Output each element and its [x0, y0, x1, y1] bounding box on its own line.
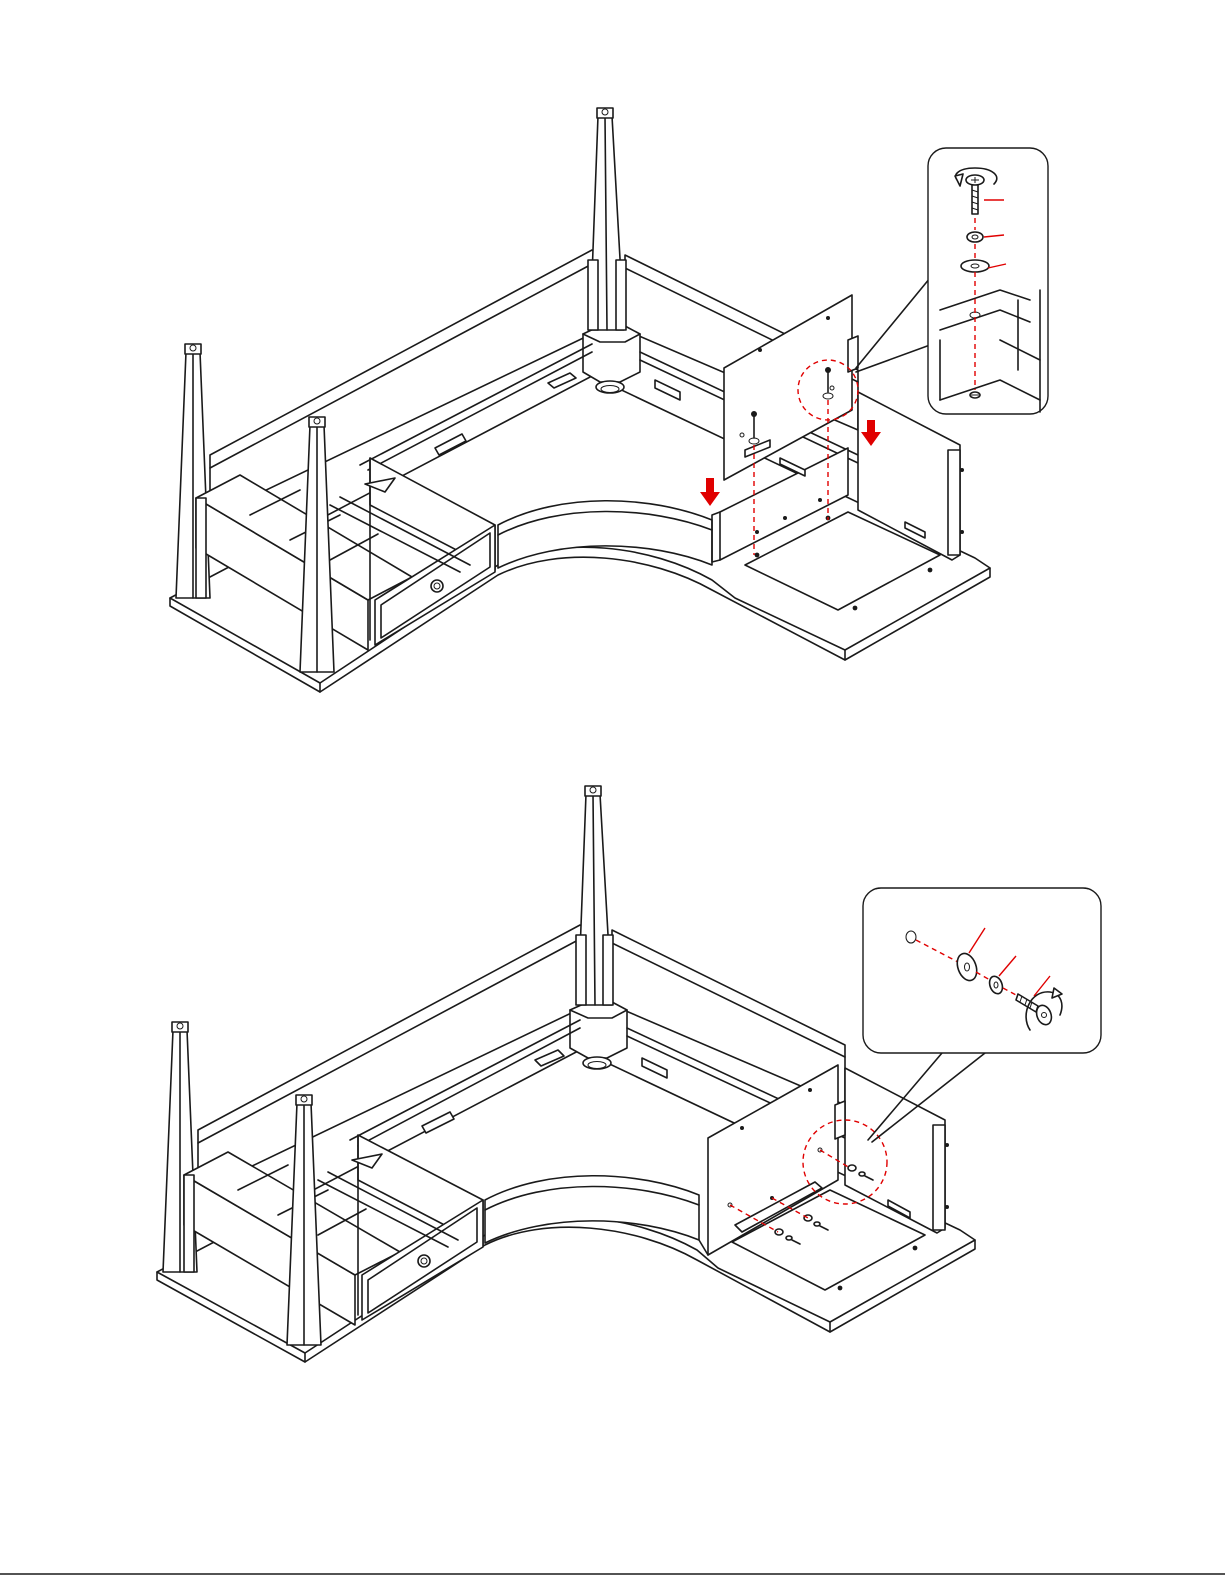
grommet-hole — [596, 381, 624, 393]
detail-callout-b — [863, 888, 1101, 1053]
step-a-illustration — [170, 108, 1048, 692]
corner-block-b — [570, 1002, 627, 1058]
lock-washer-icon — [967, 232, 983, 242]
corner-block — [583, 326, 640, 382]
step-b-illustration — [157, 786, 1101, 1362]
flat-washer-icon — [961, 260, 989, 272]
back-apron-right-b — [612, 930, 845, 1105]
detail-callout-a — [928, 148, 1048, 414]
